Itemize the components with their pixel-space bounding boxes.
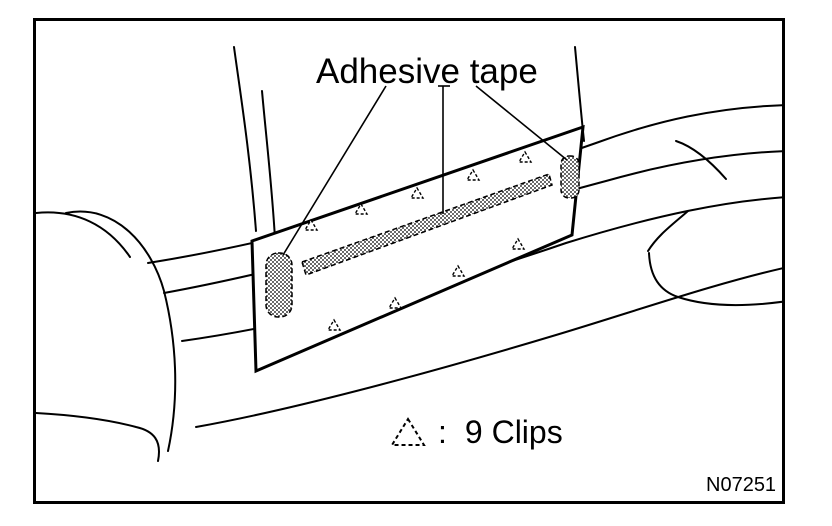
front-pillar-line — [233, 46, 257, 232]
leader-line-right — [475, 85, 568, 161]
clip-9 — [510, 237, 526, 250]
clip-2 — [353, 202, 369, 215]
legend-separator: : — [438, 414, 447, 450]
clip-1 — [303, 218, 319, 231]
rocker-lower-line — [195, 267, 782, 428]
adhesive-tape-left — [265, 252, 293, 318]
rear-rocker-line — [647, 210, 689, 252]
clip-7 — [387, 296, 403, 309]
clip-3 — [409, 186, 425, 199]
adhesive-tape-center — [301, 173, 553, 276]
rear-quarter-line — [675, 140, 727, 180]
diagram-frame: Adhesive tape : 9 Clips N07251 — [33, 18, 785, 504]
adhesive-tape-label: Adhesive tape — [316, 52, 538, 91]
clip-8 — [450, 264, 466, 277]
figure-code: N07251 — [706, 474, 777, 496]
molding-panel — [250, 124, 585, 374]
clip-6 — [326, 318, 342, 331]
front-lower-shape — [36, 412, 160, 462]
front-pillar-line-2 — [261, 90, 276, 240]
rear-wheel-arch — [648, 252, 782, 307]
front-wheel-arch-inner — [36, 211, 131, 258]
front-wheel-arch — [65, 210, 177, 452]
clip-triangle-icon — [390, 417, 426, 446]
clip-4 — [465, 168, 481, 181]
clip-legend: : 9 Clips — [388, 413, 563, 451]
leader-line-left — [282, 85, 387, 256]
clip-5 — [517, 150, 533, 163]
adhesive-tape-right — [560, 155, 580, 199]
legend-text: 9 Clips — [464, 414, 563, 450]
door-molding-illustration — [36, 46, 782, 462]
